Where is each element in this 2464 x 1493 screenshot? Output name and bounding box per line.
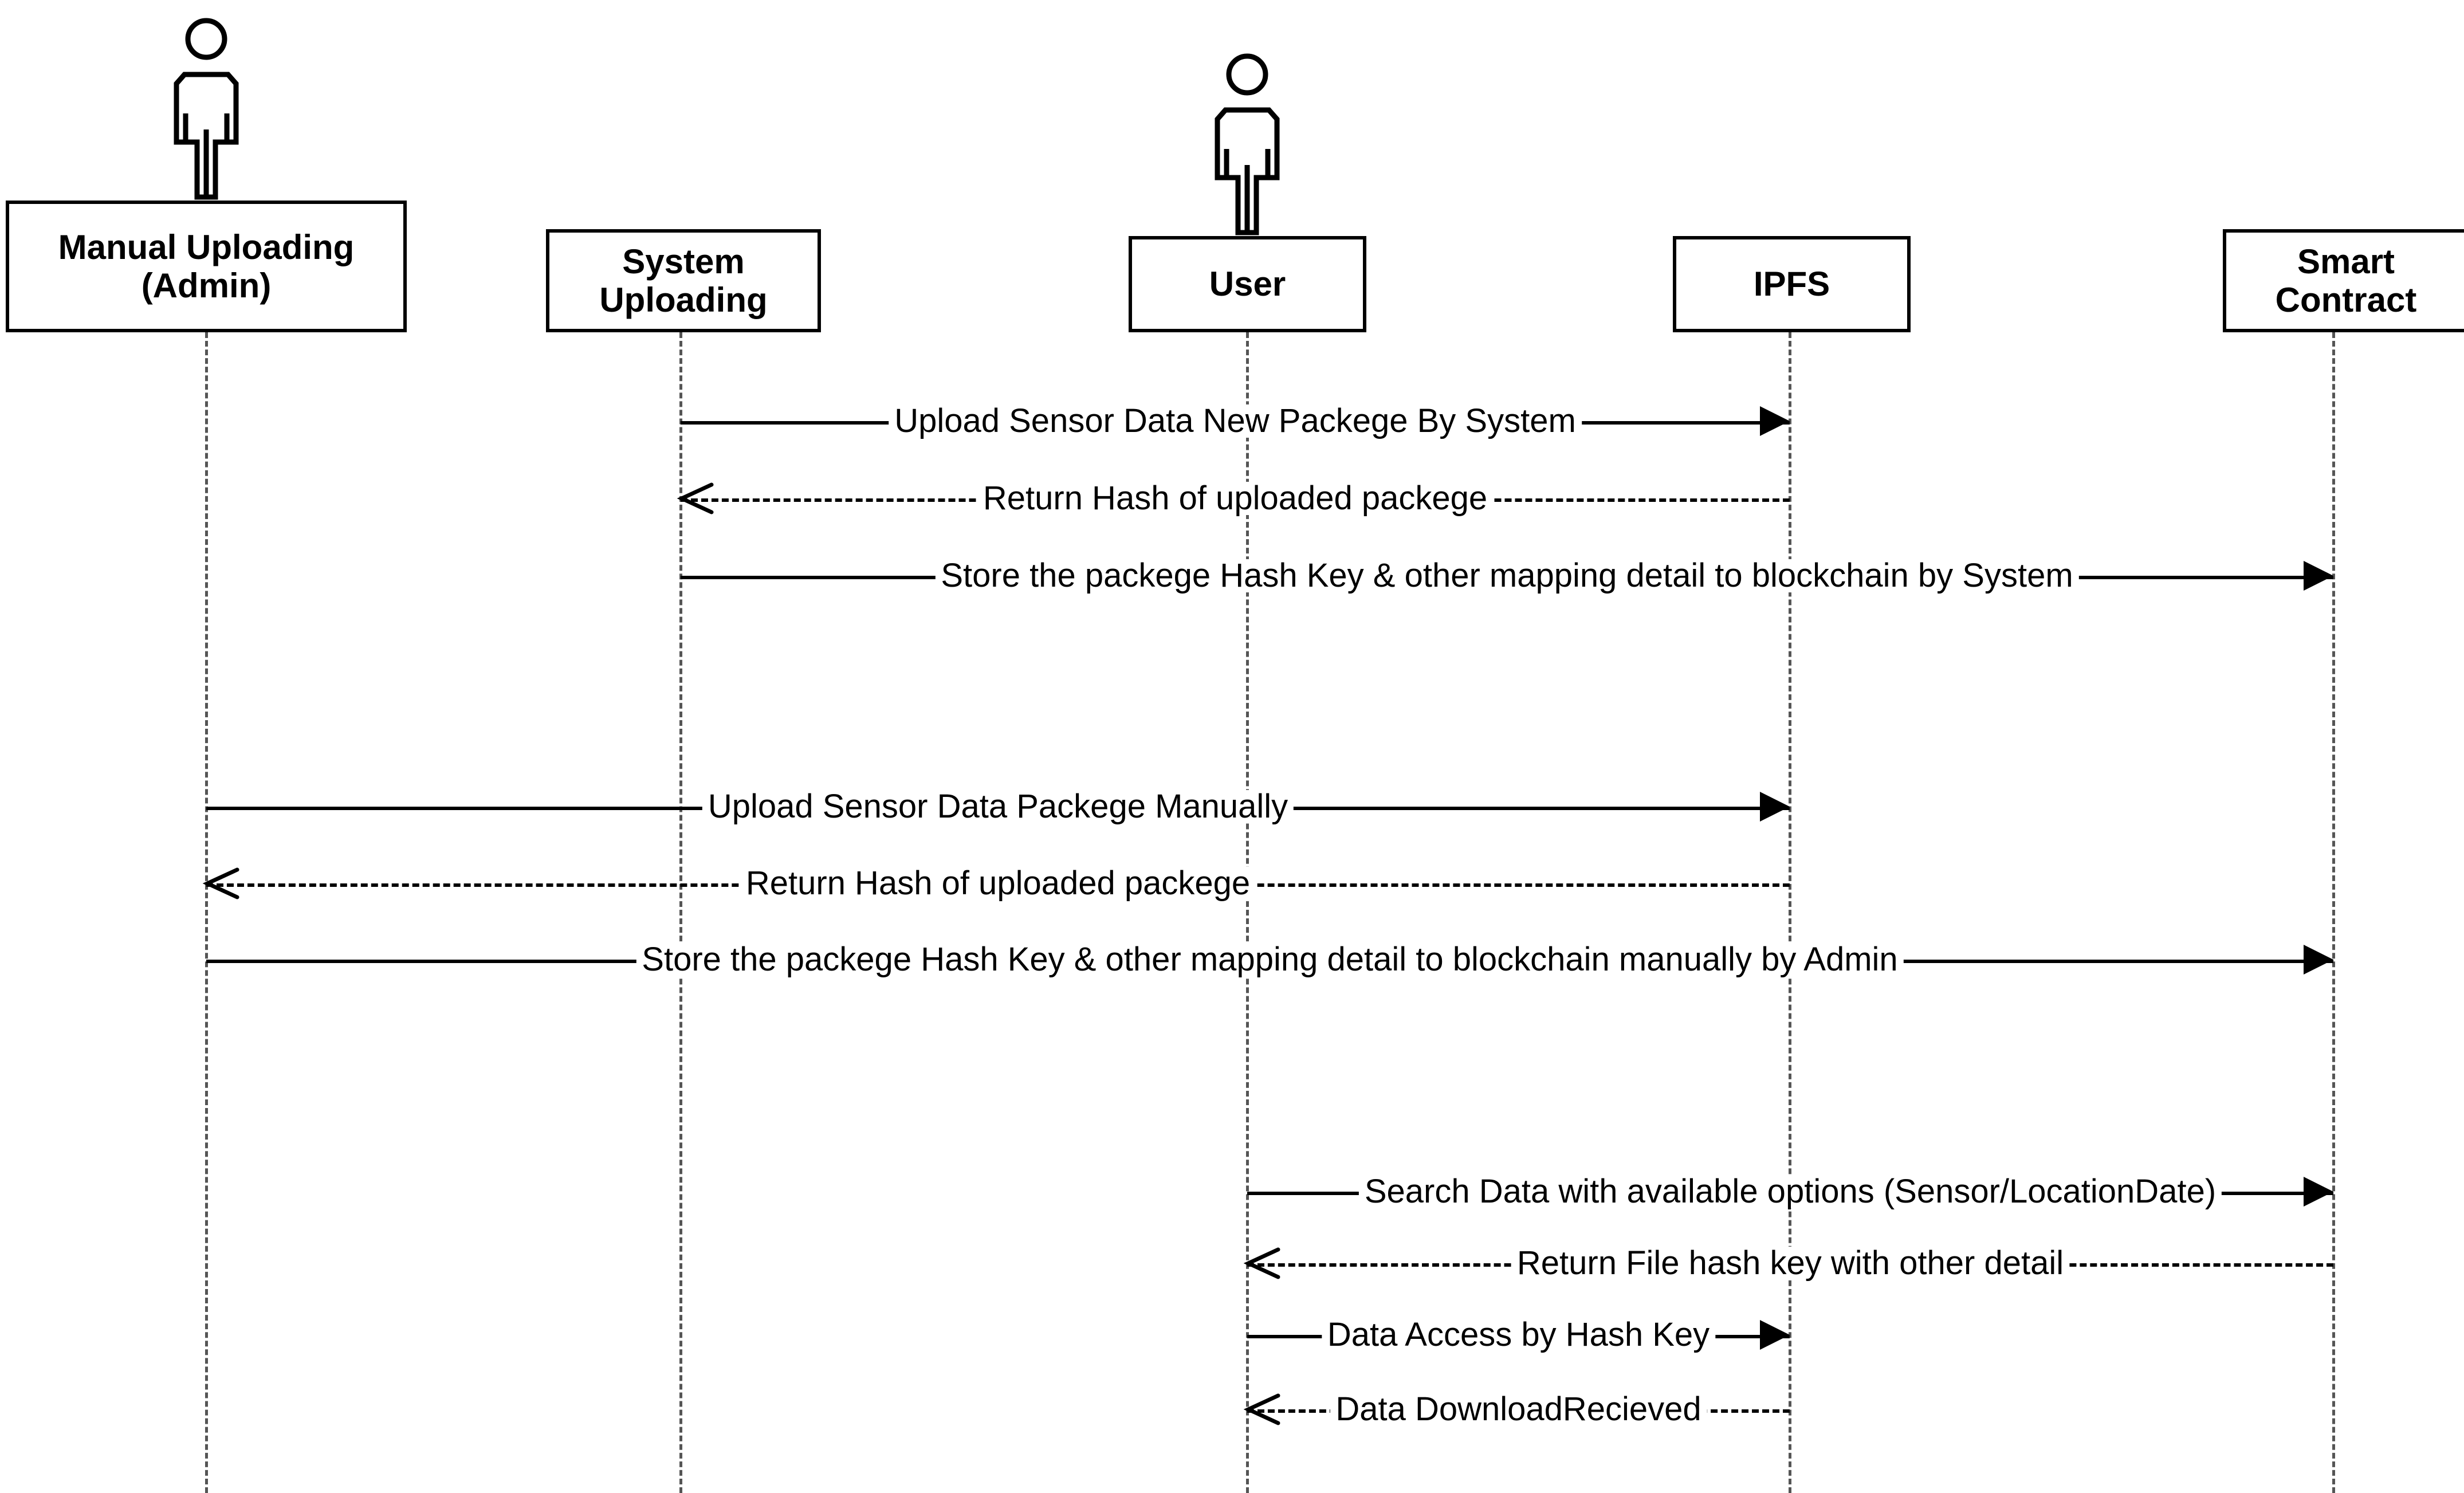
lifeline-header-admin: Manual Uploading (Admin) xyxy=(6,201,407,332)
message-label-9: Data Access by Hash Key xyxy=(1321,1318,1716,1351)
lifeline-dashed-line-smart xyxy=(2332,332,2335,1493)
lifeline-label-user: User xyxy=(1209,265,1286,304)
lifeline-dashed-line-admin xyxy=(205,332,208,1493)
lifeline-dashed-line-user xyxy=(1246,332,1249,1493)
arrowhead-filled-7 xyxy=(2304,1177,2333,1207)
message-label-5: Return Hash of uploaded packege xyxy=(740,867,1256,900)
message-label-2: Return Hash of uploaded packege xyxy=(977,482,1494,515)
message-label-6: Store the packege Hash Key & other mappi… xyxy=(636,943,1904,976)
message-label-1: Upload Sensor Data New Packege By System xyxy=(889,404,1582,438)
message-label-10: Data DownloadRecieved xyxy=(1330,1393,1707,1426)
arrowhead-filled-9 xyxy=(1760,1320,1790,1350)
arrowhead-filled-1 xyxy=(1760,406,1790,436)
message-label-3: Store the packege Hash Key & other mappi… xyxy=(935,559,2079,592)
lifeline-label-admin: Manual Uploading (Admin) xyxy=(58,227,355,305)
lifeline-header-system: System Uploading xyxy=(546,229,821,332)
lifeline-header-smart: Smart Contract xyxy=(2223,229,2464,332)
arrowhead-filled-3 xyxy=(2304,561,2333,591)
lifeline-header-user: User xyxy=(1129,236,1366,332)
message-label-4: Upload Sensor Data Packege Manually xyxy=(702,790,1294,823)
message-label-8: Return File hash key with other detail xyxy=(1511,1247,2070,1280)
arrowhead-open-10 xyxy=(1243,1392,1282,1427)
arrowhead-open-5 xyxy=(202,866,241,901)
lifeline-dashed-line-system xyxy=(679,332,682,1493)
actor-stick-figure-icon xyxy=(149,15,264,204)
message-label-7: Search Data with available options (Sens… xyxy=(1358,1175,2222,1208)
arrowhead-filled-4 xyxy=(1760,792,1790,822)
lifeline-label-ipfs: IPFS xyxy=(1753,265,1830,304)
lifeline-label-system: System Uploading xyxy=(599,242,768,319)
actor-stick-figure-icon xyxy=(1190,50,1304,239)
lifeline-dashed-line-ipfs xyxy=(1789,332,1791,1493)
arrowhead-filled-6 xyxy=(2304,945,2333,975)
arrowhead-open-2 xyxy=(677,481,715,516)
arrowhead-open-8 xyxy=(1243,1246,1282,1280)
lifeline-label-smart: Smart Contract xyxy=(2275,242,2417,319)
lifeline-header-ipfs: IPFS xyxy=(1673,236,1911,332)
